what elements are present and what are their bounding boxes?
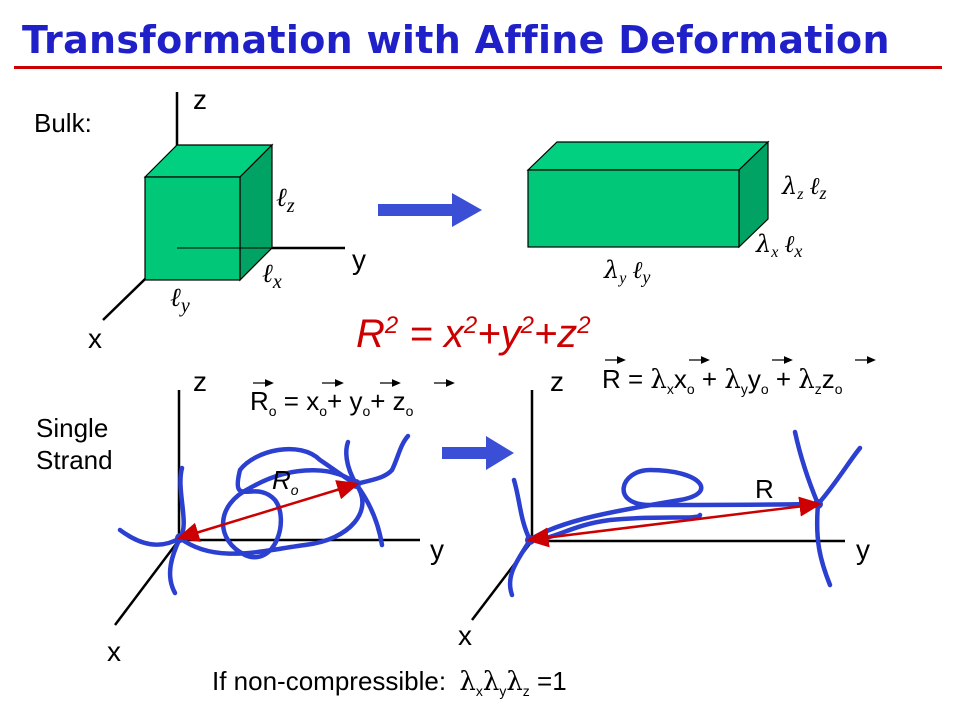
right-axis-z-label: z [550,366,564,397]
left-axis-y-label: y [430,534,444,565]
vector-overbars [253,356,876,387]
bulk-axis-y-label: y [352,244,366,275]
stretched-length-z: λz ℓz [782,172,827,203]
left-axis-z-label: z [193,366,207,397]
vector-R [526,496,822,548]
ro-vector-label: Ro [272,465,299,498]
right-node-end [813,499,823,509]
length-lx: ℓx [262,259,282,293]
single-strand-label: Single Strand [36,413,113,475]
length-ly: ℓy [170,283,190,317]
left-axis-x-label: x [107,636,121,667]
left-x-axis [114,539,180,626]
box-front [527,169,740,248]
cube-front [144,176,241,281]
r-vector-label: R [755,474,774,504]
right-axis-x-label: x [458,620,472,651]
stretched-box [526,140,770,249]
ro-equation: Ro = xo+ yo+ zo [250,386,414,419]
deform-arrow-bottom [442,436,514,470]
title-underline [14,66,942,69]
left-node-end [351,479,361,489]
vector-Ro [176,480,360,542]
deform-arrow-top [378,193,482,227]
r-squared-equation: R2 = x2+y2+z2 [356,312,591,356]
footer-condition: If non-compressible: λxλyλz =1 [212,666,567,699]
box-top [526,141,770,171]
r-deformed-equation: R = λxxo + λyyo + λzzo [602,364,843,397]
bulk-axis-z-label: z [193,84,207,115]
slide-title: Transformation with Affine Deformation [22,18,890,62]
strand-right-chain [507,429,863,598]
cube [143,143,274,282]
strand-left-axes [114,390,420,626]
stretched-length-y: λy ℓy [604,256,651,287]
left-node-start [175,533,185,543]
bulk-axis-x-label: x [88,323,102,354]
stretched-length-x: λx ℓx [756,230,803,261]
bulk-label: Bulk: [34,108,92,138]
strand-left-chain [117,433,411,596]
length-lz: ℓz [276,183,295,217]
right-axis-y-label: y [856,534,870,565]
right-node-start [525,535,535,545]
